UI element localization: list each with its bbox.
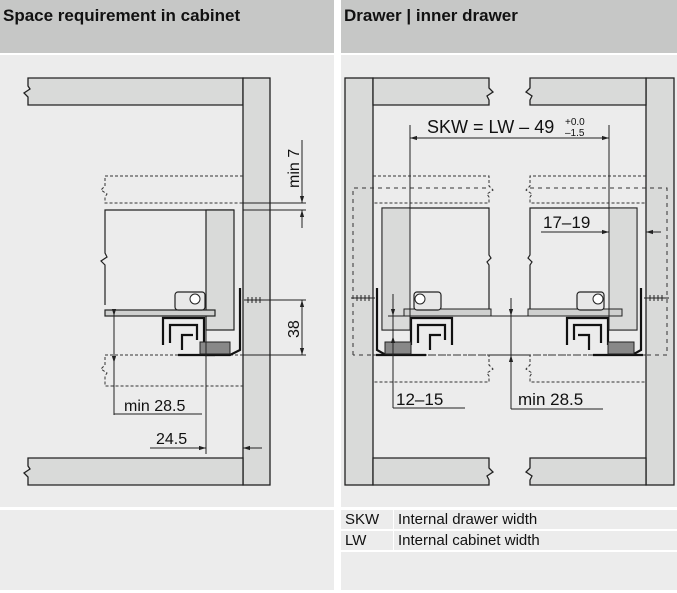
adjuster-wheel-left bbox=[414, 293, 426, 305]
dim-38: 38 bbox=[286, 320, 303, 338]
dim-24-5: 24.5 bbox=[156, 431, 187, 448]
bottom-board-right bbox=[524, 457, 647, 486]
legend-desc: Internal cabinet width bbox=[398, 532, 540, 549]
drawer-front bbox=[100, 209, 234, 305]
legend-column-divider bbox=[393, 510, 394, 550]
legend-divider bbox=[341, 529, 677, 531]
runner-profile-right bbox=[565, 316, 643, 357]
cabinet-bottom-board bbox=[22, 457, 244, 486]
cabinet-top-board bbox=[22, 77, 244, 106]
right-panel-header: Drawer | inner drawer bbox=[341, 0, 677, 53]
locking-device bbox=[199, 341, 231, 355]
locking-device-right bbox=[607, 341, 635, 355]
adjuster-wheel-right bbox=[592, 293, 604, 305]
lower-drawer-outline-right bbox=[525, 354, 646, 383]
right-diagram: SKW = LW – 49 +0.0 –1.5 17–19 12–15 min … bbox=[344, 77, 675, 486]
drawer-bottom bbox=[104, 309, 216, 317]
upper-drawer-outline bbox=[100, 175, 243, 204]
dim-17-19: 17–19 bbox=[543, 213, 590, 232]
legend-divider bbox=[341, 550, 677, 552]
dim-min-7: min 7 bbox=[286, 149, 303, 188]
legend-row-skw: SKW Internal drawer width bbox=[341, 510, 677, 529]
drawer-bottom-right bbox=[527, 308, 623, 317]
left-footer-panel bbox=[0, 510, 334, 590]
legend-desc: Internal drawer width bbox=[398, 511, 538, 528]
bracket-right bbox=[631, 288, 643, 356]
dim-min-28-5: min 28.5 bbox=[124, 398, 185, 415]
legend-abbr: SKW bbox=[345, 511, 380, 528]
left-diagram: min 7 38 min 28.5 24.5 bbox=[22, 77, 306, 486]
right-cabinet-wall bbox=[645, 77, 675, 486]
runner-profile-left bbox=[376, 316, 454, 357]
left-drawing-panel bbox=[0, 55, 334, 507]
cabinet-side-wall bbox=[242, 77, 271, 486]
screw-right-icon bbox=[644, 295, 669, 301]
inner-drawer-outline bbox=[352, 187, 668, 356]
screw-icon bbox=[244, 297, 265, 303]
right-panel-title: Drawer | inner drawer bbox=[344, 6, 518, 25]
dim-min-28-5-right: min 28.5 bbox=[518, 390, 583, 409]
bracket-left bbox=[375, 288, 387, 356]
upper-drawer-outline-right bbox=[525, 175, 646, 204]
left-panel-title: Space requirement in cabinet bbox=[3, 6, 241, 25]
left-cabinet-wall bbox=[344, 77, 374, 486]
formula-main: SKW = LW – 49 bbox=[427, 117, 554, 137]
top-board-left bbox=[372, 77, 495, 106]
legend-abbr: LW bbox=[345, 532, 367, 549]
formula-tol-lower: –1.5 bbox=[565, 128, 585, 139]
runner-profile bbox=[161, 316, 215, 357]
legend-row-lw: LW Internal cabinet width bbox=[341, 531, 677, 550]
mounting-bracket bbox=[205, 288, 242, 357]
locking-device-left bbox=[384, 341, 412, 355]
top-board-right bbox=[524, 77, 647, 106]
adjuster-wheel bbox=[189, 293, 201, 305]
formula-tol-upper: +0.0 bbox=[565, 117, 585, 128]
bottom-board-left bbox=[372, 457, 495, 486]
lower-drawer-outline-left bbox=[373, 354, 494, 383]
screw-left-icon bbox=[351, 295, 375, 301]
lower-drawer-outline bbox=[100, 354, 243, 387]
left-panel-header: Space requirement in cabinet bbox=[0, 0, 334, 53]
upper-drawer-outline-left bbox=[373, 175, 494, 204]
dim-12-15: 12–15 bbox=[396, 390, 443, 409]
